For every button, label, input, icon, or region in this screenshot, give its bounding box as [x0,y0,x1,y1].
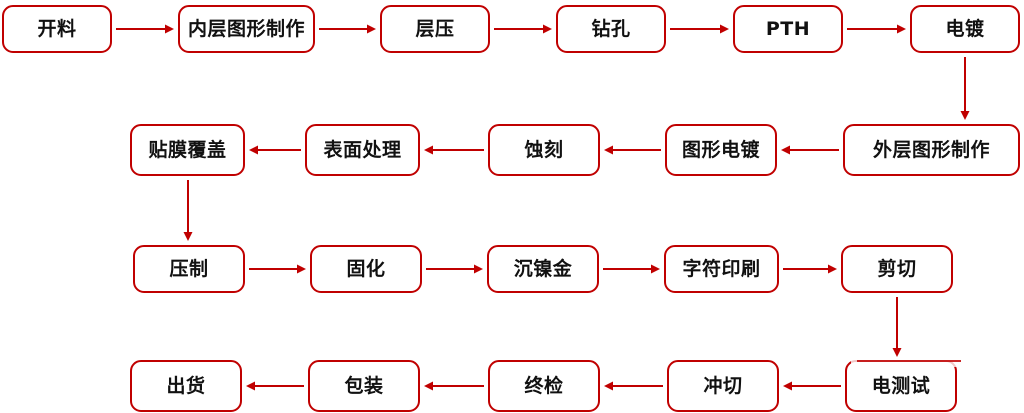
process-node-n11[interactable]: 贴膜覆盖 [130,124,245,176]
flow-arrow-n18-to-n19 [604,379,663,393]
flow-arrow-n16-to-n17 [890,297,904,357]
process-node-n1[interactable]: 开料 [2,5,112,53]
flow-arrow-n17-to-n18 [783,379,841,393]
process-node-n7[interactable]: 外层图形制作 [843,124,1020,176]
flow-arrow-n20-to-n21 [246,379,304,393]
process-node-n18[interactable]: 冲切 [667,360,779,412]
flow-arrow-n12-to-n13 [249,262,306,276]
process-node-n19[interactable]: 终检 [488,360,600,412]
process-node-label: 电镀 [945,17,985,40]
flow-arrow-n11-to-n12 [181,180,195,241]
process-node-label: 蚀刻 [524,138,564,161]
process-node-label: 包装 [344,374,384,397]
flow-arrow-n2-to-n3 [319,22,376,36]
flow-arrow-n6-to-n7 [958,57,972,120]
process-node-label: 内层图形制作 [187,17,305,40]
process-node-label: 出货 [166,374,206,397]
process-node-n14[interactable]: 沉镍金 [487,245,599,293]
process-node-label: 图形电镀 [681,138,760,161]
process-node-n3[interactable]: 层压 [380,5,490,53]
process-node-n13[interactable]: 固化 [310,245,422,293]
process-node-n21[interactable]: 出货 [130,360,242,412]
process-node-label: 贴膜覆盖 [148,138,227,161]
process-node-label: 冲切 [703,374,743,397]
process-node-label: 层压 [415,17,455,40]
flow-arrow-n15-to-n16 [783,262,837,276]
process-node-n15[interactable]: 字符印刷 [664,245,779,293]
flow-arrow-n14-to-n15 [603,262,660,276]
flow-arrow-n9-to-n10 [424,143,484,157]
process-node-label: 字符印刷 [682,257,761,280]
process-node-label: 终检 [524,374,564,397]
process-node-n12[interactable]: 压制 [133,245,245,293]
flow-arrow-n19-to-n20 [424,379,484,393]
process-node-n16[interactable]: 剪切 [841,245,953,293]
process-node-n10[interactable]: 表面处理 [305,124,420,176]
process-node-label: 表面处理 [323,138,402,161]
flow-arrow-n13-to-n14 [426,262,483,276]
flow-arrow-n1-to-n2 [116,22,174,36]
process-node-label: 电测试 [871,374,931,397]
process-node-n4[interactable]: 钻孔 [556,5,666,53]
process-node-label: PTH [765,17,811,40]
process-node-label: 沉镍金 [513,257,573,280]
flow-arrow-n5-to-n6 [847,22,906,36]
process-node-label: 压制 [169,257,209,280]
flow-arrow-n7-to-n8 [781,143,839,157]
process-node-n5[interactable]: PTH [733,5,843,53]
process-node-n17[interactable]: 电测试 [845,358,979,412]
process-node-n2[interactable]: 内层图形制作 [178,5,315,53]
process-node-n20[interactable]: 包装 [308,360,420,412]
process-node-n9[interactable]: 蚀刻 [488,124,600,176]
process-node-n6[interactable]: 电镀 [910,5,1020,53]
process-node-label: 钻孔 [591,17,631,40]
process-node-label: 外层图形制作 [872,138,990,161]
flow-arrow-n4-to-n5 [670,22,729,36]
flow-arrow-n8-to-n9 [604,143,661,157]
flow-arrow-n10-to-n11 [249,143,301,157]
process-node-n8[interactable]: 图形电镀 [665,124,777,176]
process-node-label: 剪切 [877,257,917,280]
process-node-label: 固化 [346,257,386,280]
flow-arrow-n3-to-n4 [494,22,552,36]
process-node-label: 开料 [37,17,77,40]
